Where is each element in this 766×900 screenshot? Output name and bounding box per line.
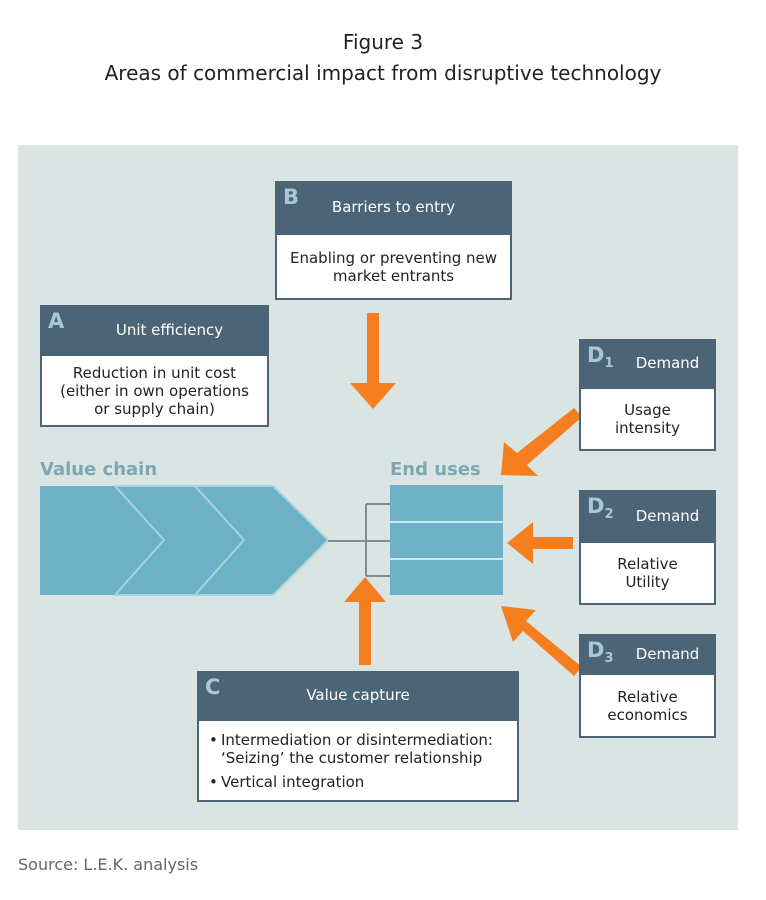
- figure-title: Areas of commercial impact from disrupti…: [104, 61, 662, 85]
- box-d3-title: Demand: [635, 644, 700, 663]
- box-d1-body: Usage intensity: [579, 387, 716, 451]
- box-b-line: Enabling or preventing new: [290, 248, 497, 267]
- box-c-bullet: Intermediation or disintermediation: ‘Se…: [209, 731, 507, 767]
- box-d2-letter: D2: [587, 494, 614, 523]
- box-d3-letter: D3: [587, 638, 614, 667]
- box-d3-line: Relative: [617, 687, 678, 706]
- box-b-letter: B: [283, 185, 300, 209]
- box-d1-demand: D1 Demand Usage intensity: [579, 339, 716, 451]
- value-chain-shape: [40, 485, 330, 596]
- box-d2-line: Utility: [625, 573, 670, 591]
- box-d2-demand: D2 Demand Relative Utility: [579, 490, 716, 605]
- box-c-title: Value capture: [306, 686, 410, 704]
- box-b-body: Enabling or preventing new market entran…: [275, 233, 512, 300]
- box-d1-line: Usage: [624, 401, 671, 419]
- box-c-body: Intermediation or disintermediation: ‘Se…: [197, 719, 519, 802]
- value-chain-label: Value chain: [40, 459, 158, 480]
- box-d2-body: Relative Utility: [579, 541, 716, 605]
- figure-number: Figure 3: [342, 30, 424, 54]
- box-a-letter: A: [48, 309, 65, 333]
- arrow-b-down: [350, 313, 396, 409]
- box-c-header: C Value capture: [197, 671, 519, 719]
- source-note: Source: L.E.K. analysis: [18, 855, 199, 874]
- box-d2-header: D2 Demand: [579, 490, 716, 541]
- end-uses-stack: [390, 485, 503, 595]
- box-d3-body: Relative economics: [579, 673, 716, 738]
- box-d3-header: D3 Demand: [579, 634, 716, 673]
- box-d2-title: Demand: [635, 506, 700, 525]
- end-uses-label: End uses: [390, 459, 481, 480]
- box-b-line: market entrants: [332, 266, 455, 285]
- box-a-header: A Unit efficiency: [40, 305, 269, 354]
- box-c-letter: C: [205, 675, 221, 699]
- box-c-value-capture: C Value capture Intermediation or disint…: [197, 671, 519, 802]
- box-b-title: Barriers to entry: [331, 198, 456, 216]
- box-d1-title: Demand: [635, 354, 700, 372]
- box-d3-line: economics: [607, 705, 688, 724]
- box-a-body: Reduction in unit cost (either in own op…: [40, 354, 269, 427]
- box-d3-demand: D3 Demand Relative economics: [579, 634, 716, 738]
- box-d1-header: D1 Demand: [579, 339, 716, 387]
- box-a-title: Unit efficiency: [115, 320, 224, 339]
- diagram-panel: A Unit efficiency Reduction in unit cost…: [18, 145, 738, 830]
- box-d1-letter: D1: [587, 343, 614, 372]
- chain-connector-lines: [328, 503, 390, 577]
- diagram-graphics: [40, 313, 582, 676]
- box-c-bullet: Vertical integration: [209, 773, 507, 791]
- arrow-d2-left: [507, 522, 573, 564]
- box-d2-line: Relative: [617, 555, 678, 573]
- arrow-d1-diagonal: [501, 408, 582, 476]
- box-a-line: Reduction in unit cost: [72, 363, 237, 382]
- box-b-header: B Barriers to entry: [275, 181, 512, 233]
- arrow-d3-diagonal: [501, 606, 582, 676]
- box-d1-line: intensity: [614, 419, 681, 437]
- box-a-line: (either in own operations: [60, 381, 249, 400]
- arrow-c-up: [344, 577, 386, 665]
- box-a-unit-efficiency: A Unit efficiency Reduction in unit cost…: [40, 305, 269, 427]
- box-a-line: or supply chain): [94, 399, 215, 418]
- box-b-barriers-to-entry: B Barriers to entry Enabling or preventi…: [275, 181, 512, 300]
